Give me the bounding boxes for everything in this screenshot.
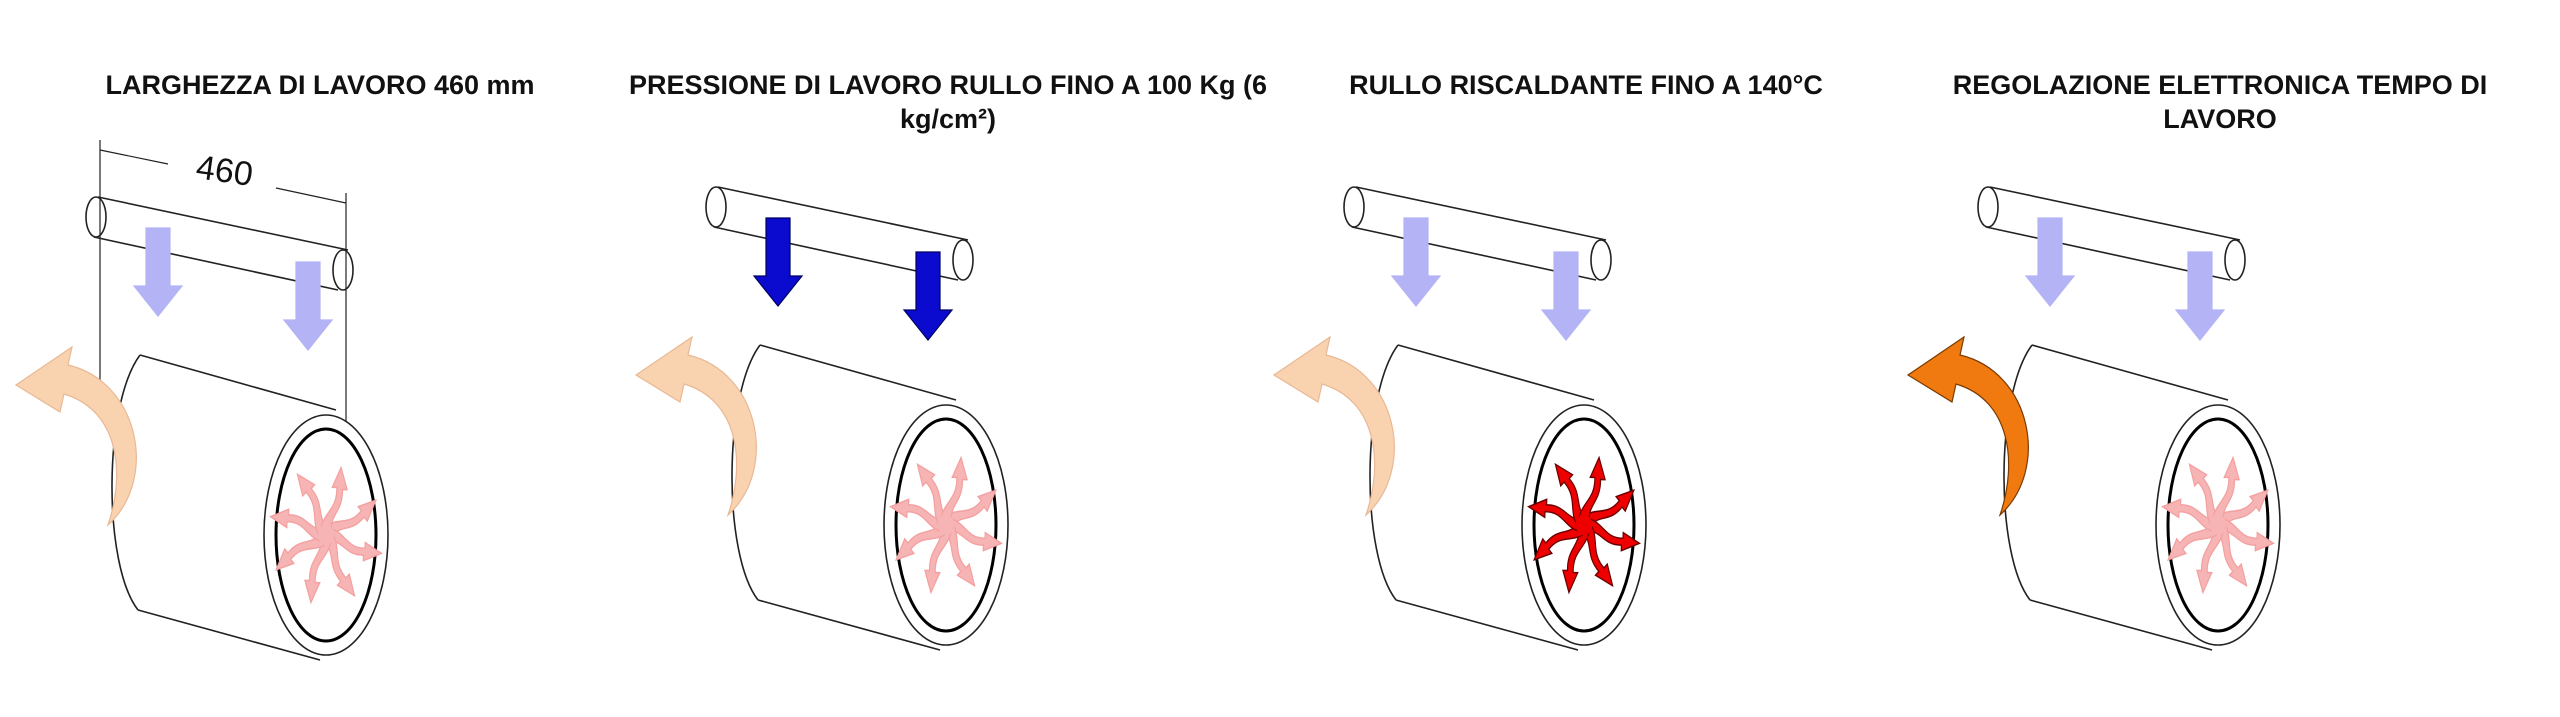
- heat-radial-arrows-icon: [889, 455, 1003, 595]
- rotation-arrow-icon: [1906, 335, 2029, 517]
- panel-working-width: LARGHEZZA DI LAVORO 460 mm 460: [0, 0, 640, 717]
- press-arrow-icon: [902, 251, 954, 341]
- roller-diagram: [1906, 186, 2281, 651]
- rotation-arrow-icon: [14, 345, 137, 527]
- pressure-roller: [1977, 186, 2246, 281]
- diagram-group: [1906, 186, 2281, 651]
- dimension-label: 460: [194, 148, 255, 194]
- panel-title: PRESSIONE DI LAVORO RULLO FINO A 100 Kg …: [628, 70, 1268, 134]
- rotation-arrow-icon: [634, 335, 757, 517]
- press-arrow-icon: [132, 227, 184, 317]
- press-arrow-icon: [282, 261, 334, 351]
- panel-heating-roller: RULLO RISCALDANTE FINO A 140°C: [1266, 0, 1906, 717]
- press-arrow-icon: [1540, 251, 1592, 341]
- roller-diagram: [1272, 186, 1647, 651]
- pressure-roller: [85, 196, 354, 291]
- heat-radial-arrows-icon: [2161, 455, 2275, 595]
- panel-time-regulation: REGOLAZIONE ELETTRONICA TEMPO DI LAVORO: [1900, 0, 2540, 717]
- roller-diagram: 460: [14, 140, 389, 661]
- heat-radial-arrows-icon: [1527, 455, 1641, 595]
- main-drum: [1369, 344, 1647, 651]
- diagram-group: [634, 186, 1009, 651]
- pressure-roller: [705, 186, 974, 281]
- panel-title: REGOLAZIONE ELETTRONICA TEMPO DI LAVORO: [1952, 70, 2488, 134]
- press-arrow-icon: [2024, 217, 2076, 307]
- press-arrow-icon: [1390, 217, 1442, 307]
- roller-diagram: [634, 186, 1009, 651]
- heat-radial-arrows-icon: [269, 465, 383, 605]
- diagram-group: [1272, 186, 1647, 651]
- panel-title: RULLO RISCALDANTE FINO A 140°C: [1349, 70, 1823, 100]
- main-drum: [2003, 344, 2281, 651]
- dimension-line-icon: 460: [99, 140, 347, 422]
- pressure-roller: [1343, 186, 1612, 281]
- panel-title: LARGHEZZA DI LAVORO 460 mm: [105, 70, 535, 100]
- press-arrow-icon: [2174, 251, 2226, 341]
- rotation-arrow-icon: [1272, 335, 1395, 517]
- panel-working-pressure: PRESSIONE DI LAVORO RULLO FINO A 100 Kg …: [628, 0, 1268, 717]
- diagram-group: 460: [14, 140, 389, 661]
- press-arrow-icon: [752, 217, 804, 307]
- main-drum: [731, 344, 1009, 651]
